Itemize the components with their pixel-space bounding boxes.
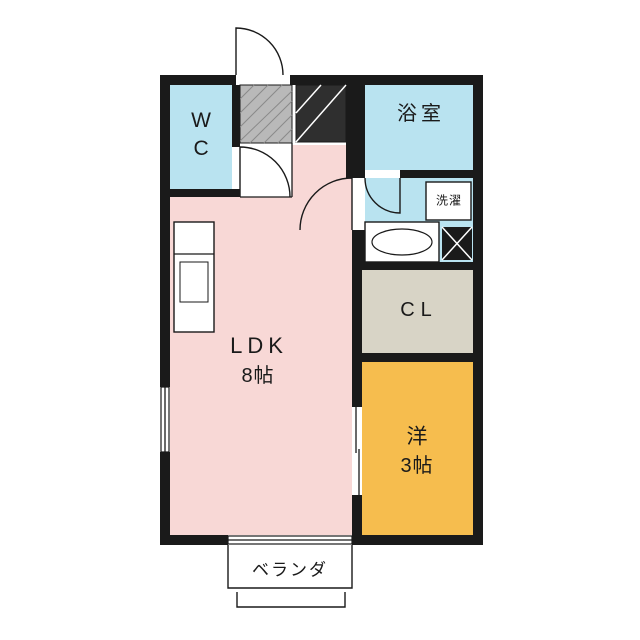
wall-bath-left <box>346 85 365 178</box>
washing-machine <box>425 181 472 221</box>
closet-label: CL <box>400 299 438 321</box>
rooms-group <box>170 84 473 535</box>
bath-label: 浴室 <box>397 103 445 125</box>
windows-group <box>160 386 353 545</box>
ldk-label: LDK <box>230 332 288 358</box>
room-ldk-fill-upper <box>292 145 346 197</box>
wall-western-left-top <box>352 362 362 407</box>
doors-group <box>235 27 401 231</box>
wall-wc-bottom <box>170 189 240 197</box>
wc-door-arc <box>239 146 291 198</box>
wall-closet-left <box>352 270 362 362</box>
pipe-space-cross <box>441 226 473 261</box>
balcony-outline <box>227 545 353 589</box>
wall-right <box>473 85 483 535</box>
balcony-group <box>227 545 353 608</box>
entrance-tile <box>239 84 293 144</box>
wall-western-left-bottom <box>352 495 362 535</box>
bath-door-arc <box>364 177 401 214</box>
veranda-label: ベランダ <box>252 560 328 580</box>
wc-label: WC <box>189 109 213 165</box>
wall-closet-bottom <box>352 353 483 362</box>
wall-washroom-bottom <box>352 262 483 270</box>
balcony-bracket <box>236 592 346 608</box>
western-room-label: 洋 <box>406 425 428 449</box>
wall-washroom-left <box>352 230 365 270</box>
western-room-size-label: 3帖 <box>400 455 434 477</box>
wall-wc-right <box>232 85 240 147</box>
wall-left-lower <box>160 452 170 545</box>
wall-bath-bottom <box>400 170 483 178</box>
entrance-tile-hatch <box>239 84 293 144</box>
wall-bottom-left <box>160 535 228 545</box>
wall-bottom-right <box>352 535 483 545</box>
room-ldk-fill-patch <box>346 178 352 197</box>
ldk-size-label: 8帖 <box>241 365 275 387</box>
sink-basin <box>371 228 433 256</box>
sliding-door-ldk-western <box>355 407 360 495</box>
laundry-label: 洗濯 <box>435 193 463 208</box>
room-closet-fill <box>362 270 473 353</box>
kitchen-sink <box>179 261 209 303</box>
walls-group <box>160 75 483 545</box>
thin-lines-group <box>240 143 360 495</box>
wall-top-right <box>290 75 483 85</box>
room-bath-fill <box>365 85 473 170</box>
wall-left-upper <box>160 85 170 387</box>
shoe-cabinet-hatch <box>295 84 347 143</box>
room-western-fill <box>362 362 473 535</box>
wall-top-left <box>160 75 236 85</box>
washroom-door-arc <box>299 177 353 231</box>
fixtures-group <box>173 84 473 333</box>
entrance-door-arc <box>235 27 284 76</box>
room-wc-fill <box>170 85 232 189</box>
